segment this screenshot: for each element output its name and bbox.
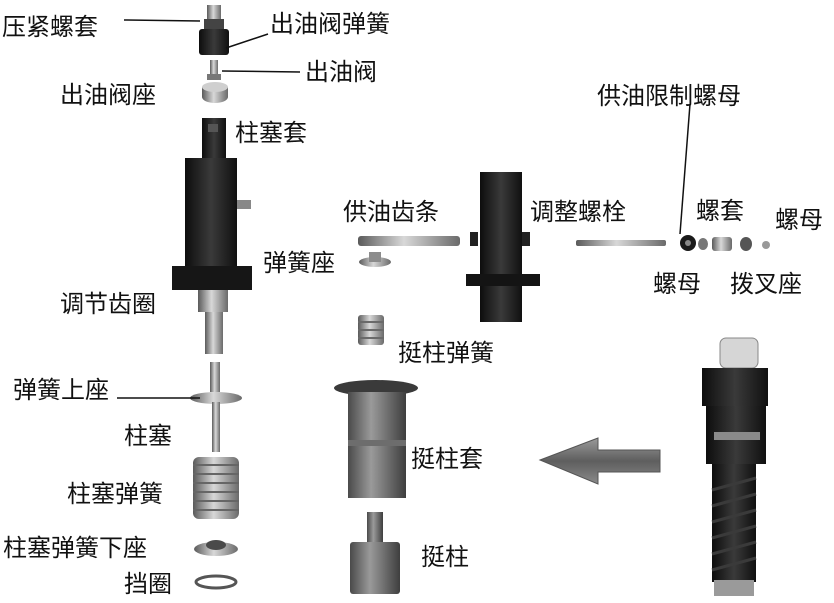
label-nut-right: 螺母 (775, 206, 823, 234)
label-fuel-limit-nut: 供油限制螺母 (597, 82, 741, 110)
label-lower-spring-seat: 柱塞弹簧下座 (3, 534, 147, 562)
adjusting-bolt-part (576, 240, 666, 246)
label-delivery-valve: 出油阀 (305, 58, 377, 86)
label-delivery-valve-spring: 出油阀弹簧 (270, 10, 390, 38)
label-plunger-barrel: 柱塞套 (235, 119, 307, 147)
label-retaining-ring: 挡圈 (124, 570, 172, 598)
label-tappet-sleeve: 挺柱套 (411, 445, 483, 473)
fuel-rack-part (358, 236, 460, 246)
delivery-valve-part (207, 60, 221, 80)
fork-seat-part (740, 237, 752, 251)
label-adjusting-bolt: 调整螺栓 (530, 198, 626, 226)
plunger-spring-part (193, 457, 239, 519)
tappet-part (350, 512, 400, 594)
plunger-assembly-part (190, 362, 242, 452)
nut-left-part (680, 235, 696, 251)
label-nut-left: 螺母 (653, 270, 701, 298)
label-fuel-rack: 供油齿条 (343, 198, 439, 226)
label-screw-sleeve: 螺套 (696, 197, 744, 225)
label-tappet-spring: 挺柱弹簧 (398, 339, 494, 367)
label-upper-spring-seat: 弹簧上座 (13, 376, 109, 404)
assembled-pump-part (702, 337, 768, 596)
label-spring-seat: 弹簧座 (263, 249, 335, 277)
retaining-ring-part (194, 574, 238, 590)
leader-lines (117, 19, 691, 399)
label-plunger: 柱塞 (124, 422, 172, 450)
delivery-valve-seat-part (202, 82, 228, 103)
spring-seat-part (359, 252, 391, 267)
tappet-sleeve-part (334, 380, 418, 498)
lower-spring-seat-part (194, 540, 238, 556)
washer-part (698, 238, 708, 250)
label-control-sleeve: 调节齿圈 (60, 290, 156, 318)
compression-sleeve-part (199, 5, 229, 55)
tappet-spring-part (358, 315, 384, 345)
label-compression-sleeve: 压紧螺套 (2, 13, 98, 41)
plunger-barrel-part (172, 118, 252, 354)
label-tappet: 挺柱 (421, 543, 469, 571)
nut-right-part (762, 241, 770, 249)
label-delivery-valve-seat: 出油阀座 (60, 81, 156, 109)
explode-arrow (538, 437, 661, 485)
screw-sleeve-part (712, 237, 732, 251)
label-plunger-spring: 柱塞弹簧 (67, 480, 163, 508)
label-fork-seat: 拨叉座 (730, 270, 802, 298)
control-housing-part (466, 172, 540, 322)
